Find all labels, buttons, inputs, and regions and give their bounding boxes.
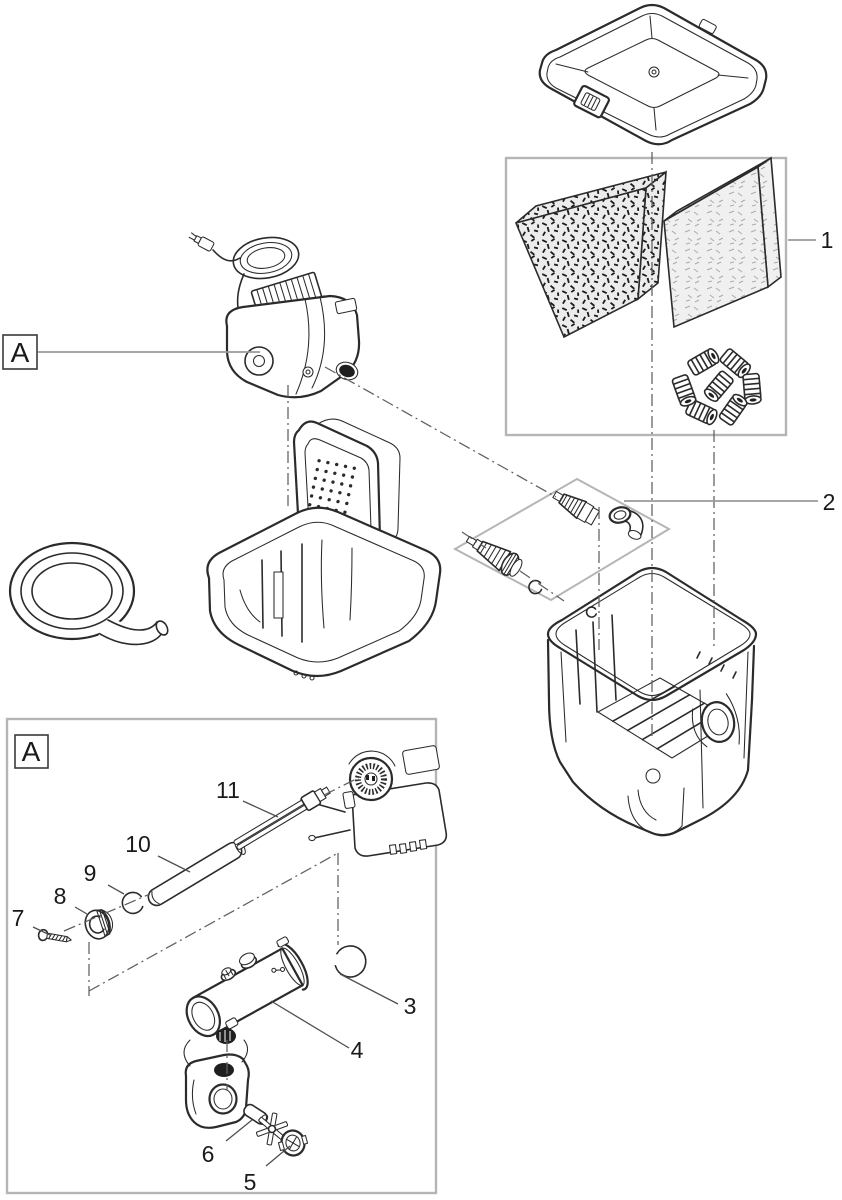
quartz-sleeve (147, 839, 246, 907)
detail-marker-a-box (2, 334, 38, 370)
hose-coil (8, 541, 169, 652)
pump-housing-shell (206, 418, 442, 681)
bio-media-cluster (670, 346, 763, 427)
detail-view-a (37, 745, 448, 1157)
filter-container (546, 566, 758, 837)
detail-view-frame (5, 717, 438, 1195)
media-set-frame (504, 156, 788, 437)
power-plug (188, 232, 215, 252)
screw (37, 928, 72, 943)
knurled-nut (84, 909, 114, 940)
callouts: A 1 2 A 3 4 5 6 7 8 9 10 11 (2, 227, 836, 1195)
center-lines (63, 152, 715, 1090)
hose-adapter-lower (465, 535, 523, 577)
part-label-6: 6 (202, 1141, 215, 1167)
o-ring (334, 945, 367, 978)
filter-lid (538, 3, 768, 146)
retaining-ring (121, 891, 144, 915)
part-label-2: 2 (823, 489, 836, 515)
detail-marker-a2: A (22, 736, 41, 767)
retainer-clip (528, 579, 543, 595)
uv-lamp (233, 786, 331, 850)
part-label-10: 10 (125, 831, 151, 857)
impeller-housing (183, 1039, 250, 1129)
rotor-assembly (243, 1103, 309, 1157)
pump-unit (188, 232, 361, 399)
hose-adapter-upper (552, 490, 600, 526)
detail-marker-a: A (11, 337, 30, 368)
coarse-foam-block (514, 170, 667, 339)
detail-marker-a2-box (14, 734, 49, 769)
part-label-8: 8 (54, 883, 67, 909)
part-label-3: 3 (404, 993, 417, 1019)
hose-connector-set (465, 490, 644, 595)
part-label-4: 4 (351, 1037, 364, 1063)
part-label-7: 7 (12, 905, 25, 931)
part-label-1: 1 (821, 227, 834, 253)
uvc-water-housing (185, 936, 309, 1044)
elbow-fitting (608, 506, 644, 540)
part-label-9: 9 (84, 860, 97, 886)
fine-foam-block (663, 156, 782, 329)
vent-hole-grid (308, 459, 356, 514)
connector-set-plane (452, 477, 672, 602)
part-label-11: 11 (216, 777, 240, 803)
lid-latch (573, 84, 610, 119)
rotor-cap (277, 1129, 309, 1157)
container-outlet-port (691, 693, 740, 748)
part-label-5: 5 (244, 1169, 257, 1195)
uvc-head-unit (300, 745, 448, 857)
